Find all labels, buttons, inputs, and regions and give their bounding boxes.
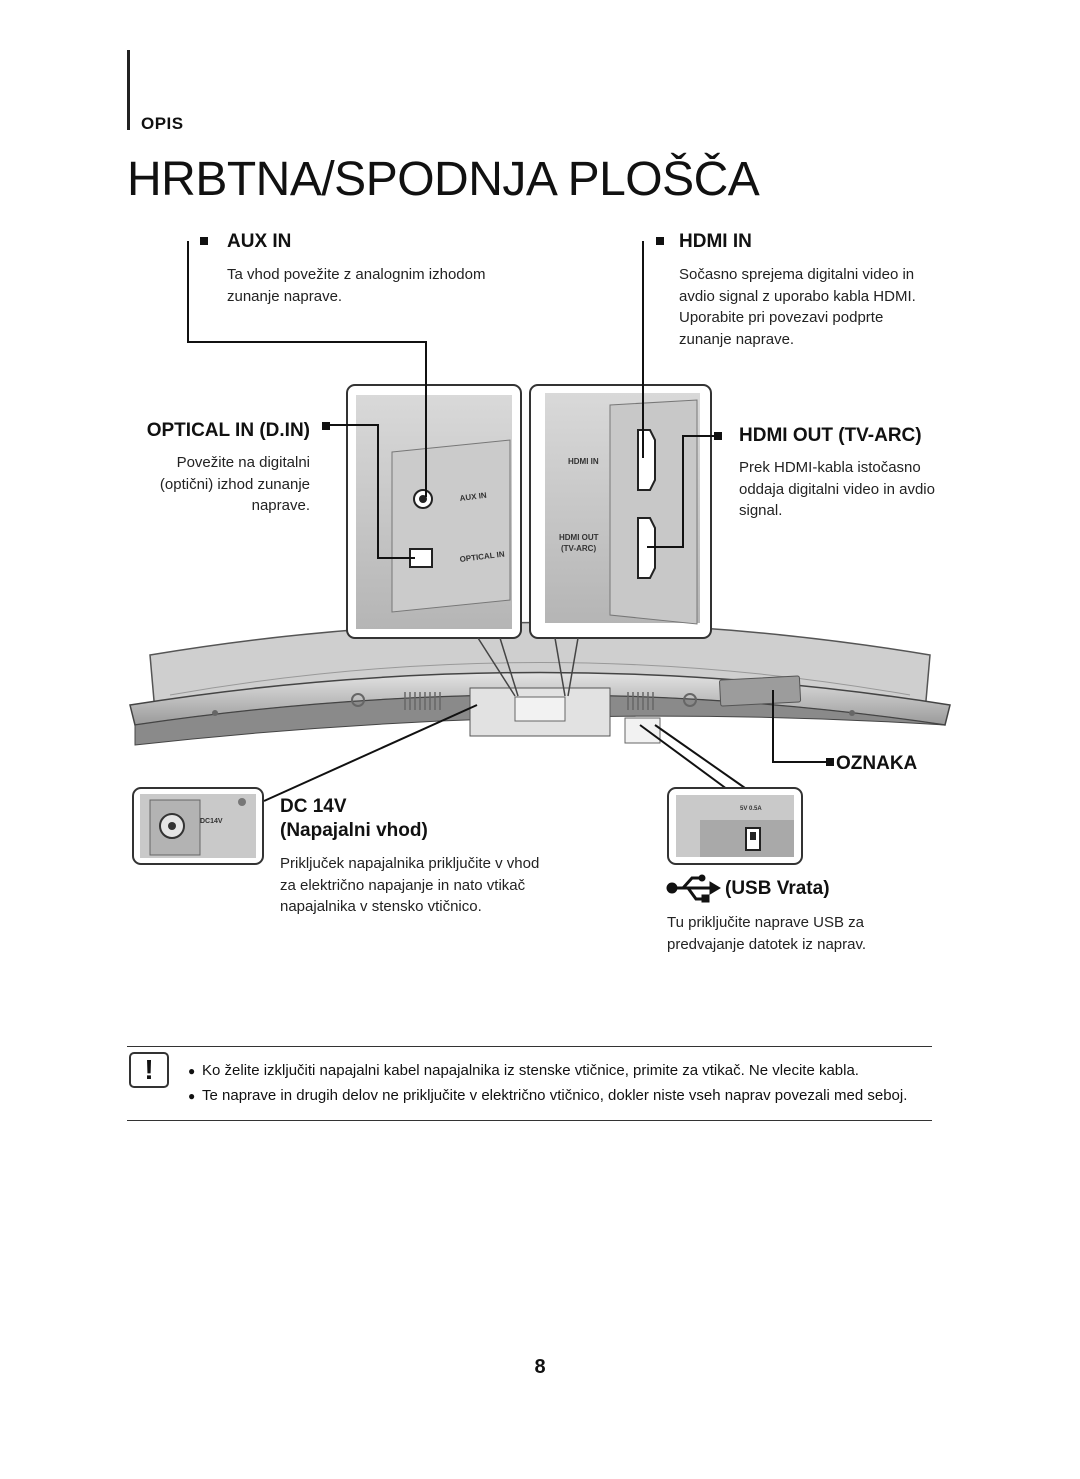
note-bottom-divider xyxy=(127,1120,932,1121)
usb-heading: (USB Vrata) xyxy=(725,878,830,899)
aux-in-heading: AUX IN xyxy=(227,231,292,252)
usb-symbol-icon xyxy=(666,874,721,903)
zoom-box-usb: 5V 0.5A xyxy=(667,787,803,865)
hdmi-out-heading: HDMI OUT (TV-ARC) xyxy=(739,425,922,446)
oznaka-heading: OZNAKA xyxy=(836,753,918,774)
dc-heading: DC 14V (Napajalni vhod) xyxy=(280,796,428,841)
hdmi-in-description: Sočasno sprejema digitalni video in avdi… xyxy=(679,266,916,348)
usb-description: Tu priključite naprave USB za predvajanj… xyxy=(667,914,867,953)
optical-in-heading: OPTICAL IN (D.IN) xyxy=(146,420,310,441)
panel-label-dc: DC14V xyxy=(200,818,223,825)
hdmi-in-heading: HDMI IN xyxy=(679,231,752,252)
rear-panel-diagram: AUX IN OPTICAL IN HDMI IN HDMI OUT (TV-A… xyxy=(129,237,951,903)
caution-icon: ! xyxy=(129,1052,169,1088)
zoom-box-dc: DC14V xyxy=(132,787,264,865)
section-bar xyxy=(127,50,130,130)
panel-label-hdmi-out: HDMI OUT xyxy=(559,533,599,542)
aux-in-description: Ta vhod povežite z analognim izhodom zun… xyxy=(227,266,486,305)
zoom-box-aux-optical: AUX IN OPTICAL IN xyxy=(346,384,522,639)
page-number: 8 xyxy=(534,1356,546,1378)
soundbar-body xyxy=(129,621,951,746)
hdmi-out-description: Prek HDMI-kabla istočasno oddaja digital… xyxy=(739,459,935,519)
panel-label-usb: 5V 0.5A xyxy=(740,806,762,812)
note-item: ●Ko želite izključiti napajalni kabel na… xyxy=(188,1062,859,1079)
panel-label-aux: AUX IN xyxy=(459,491,487,503)
panel-label-tv-arc: (TV-ARC) xyxy=(561,544,596,553)
note-item: ●Te naprave in drugih delov ne priključi… xyxy=(188,1087,908,1104)
optical-in-description: Povežite na digitalni (optični) izhod zu… xyxy=(159,454,310,514)
panel-label-hdmi-in: HDMI IN xyxy=(568,457,599,466)
dc-description: Priključek napajalnika priključite v vho… xyxy=(280,855,540,915)
zoom-box-hdmi: HDMI IN HDMI OUT (TV-ARC) xyxy=(529,384,712,639)
note-top-divider xyxy=(127,1046,932,1047)
page-title: HRBTNA/SPODNJA PLOŠČA xyxy=(127,153,760,206)
leader-lines xyxy=(187,241,826,802)
section-label: OPIS xyxy=(141,114,184,133)
